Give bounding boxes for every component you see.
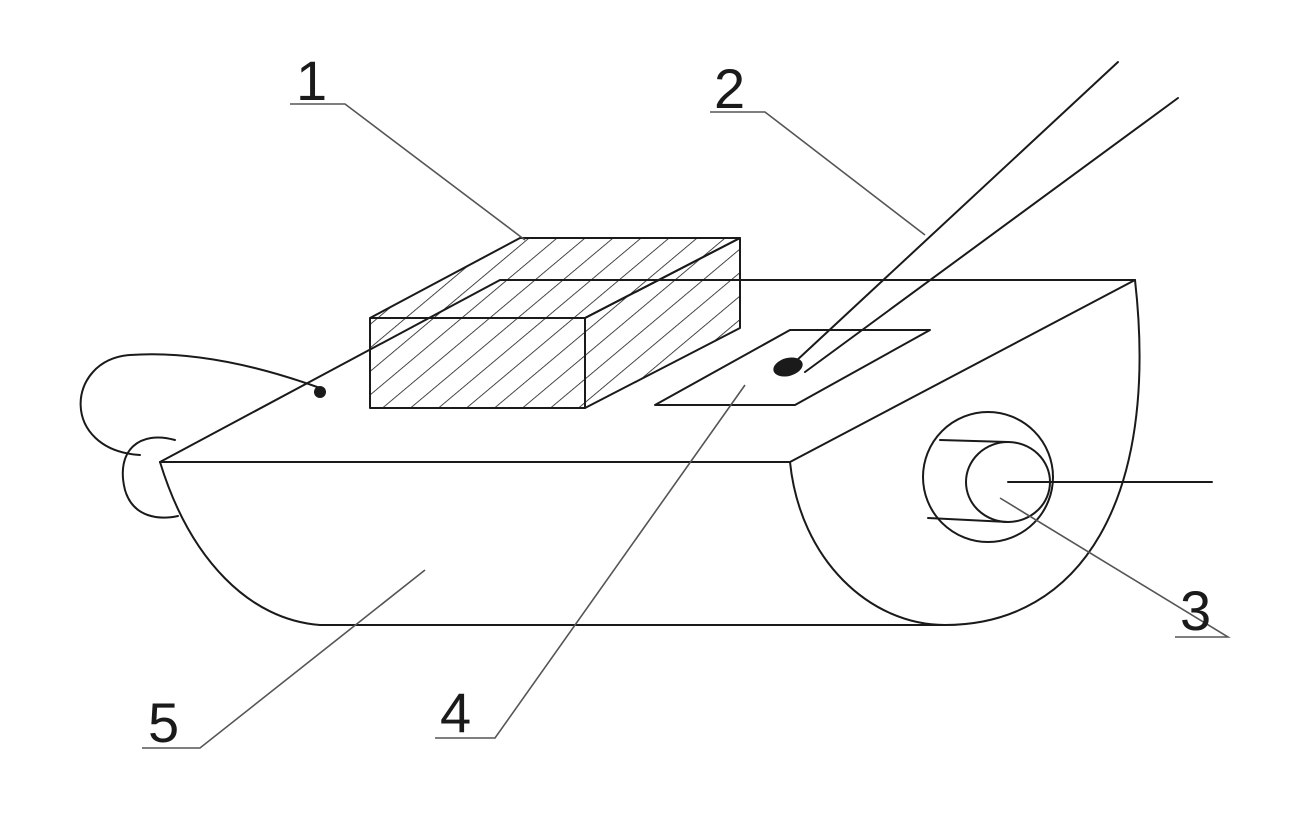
roller — [922, 411, 1213, 543]
block-front-face — [369, 317, 586, 409]
roller-top-line — [939, 439, 1009, 443]
hatched-block — [369, 237, 741, 409]
roller-outer-ring — [922, 411, 1054, 543]
callout-label-4: 4 — [440, 681, 471, 744]
callout-label-2: 2 — [714, 57, 745, 120]
cable-loop — [79, 353, 321, 456]
callout-label-1: 1 — [296, 49, 327, 112]
wire-2 — [804, 97, 1179, 373]
roller-bottom-line — [927, 517, 1009, 523]
leader-4 — [435, 384, 746, 739]
right-drum — [789, 279, 1141, 626]
body-housing — [79, 279, 1141, 626]
leader-lines — [142, 103, 1231, 749]
left-knob — [121, 436, 179, 519]
cable-port — [314, 386, 326, 398]
leader-5 — [142, 569, 426, 749]
leader-1 — [290, 103, 526, 241]
wire-1 — [794, 61, 1119, 363]
top-right-edge — [789, 279, 1136, 463]
callout-label-3: 3 — [1180, 579, 1211, 642]
callout-label-5: 5 — [148, 691, 179, 754]
leader-2 — [710, 111, 926, 236]
front-bottom-curve — [159, 461, 946, 626]
probe-wires — [794, 61, 1179, 373]
leader-3 — [999, 497, 1231, 638]
